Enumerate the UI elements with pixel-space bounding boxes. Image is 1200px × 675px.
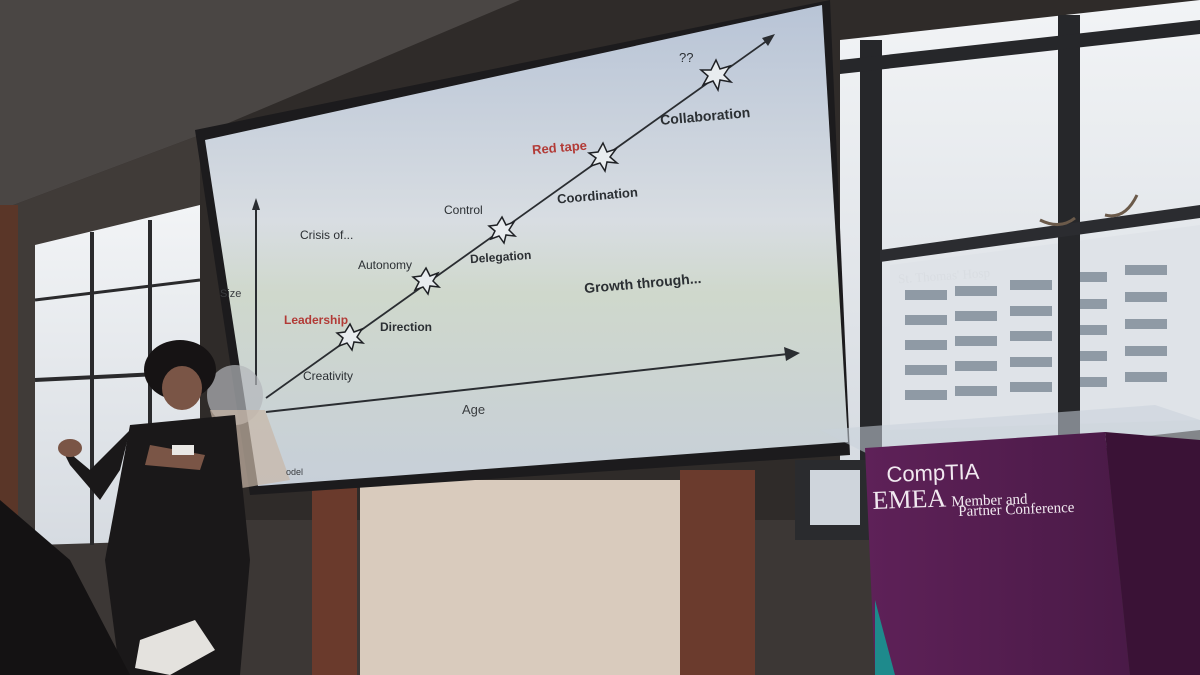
growth-creativity: Creativity bbox=[303, 369, 354, 383]
x-axis-label: Age bbox=[462, 402, 486, 417]
podium bbox=[820, 405, 1200, 675]
growth-arrow bbox=[762, 34, 775, 46]
slide bbox=[205, 5, 848, 486]
crisis-burst-icon bbox=[335, 322, 366, 352]
x-axis-arrow bbox=[784, 347, 800, 361]
crisis-leadership: Leadership bbox=[284, 313, 349, 327]
presenter bbox=[58, 340, 250, 675]
crisis-autonomy: Autonomy bbox=[358, 258, 413, 272]
x-axis-line bbox=[265, 353, 789, 413]
podium-region-text: EMEA bbox=[872, 483, 946, 515]
crisis-burst-icon bbox=[411, 266, 442, 296]
crisis-burst-icon bbox=[698, 58, 734, 93]
crisis-header: Crisis of... bbox=[300, 228, 354, 242]
crisis-burst-icon bbox=[586, 141, 620, 173]
right-window bbox=[795, 0, 1200, 540]
crisis-unknown: ?? bbox=[679, 50, 694, 65]
crisis-burst-icon bbox=[487, 215, 518, 245]
slide-footer-fragment: odel bbox=[286, 467, 304, 477]
y-axis-arrow bbox=[252, 198, 260, 210]
crisis-control: Control bbox=[444, 203, 483, 217]
y-axis-label: Size bbox=[220, 288, 242, 300]
growth-direction: Direction bbox=[380, 320, 433, 334]
